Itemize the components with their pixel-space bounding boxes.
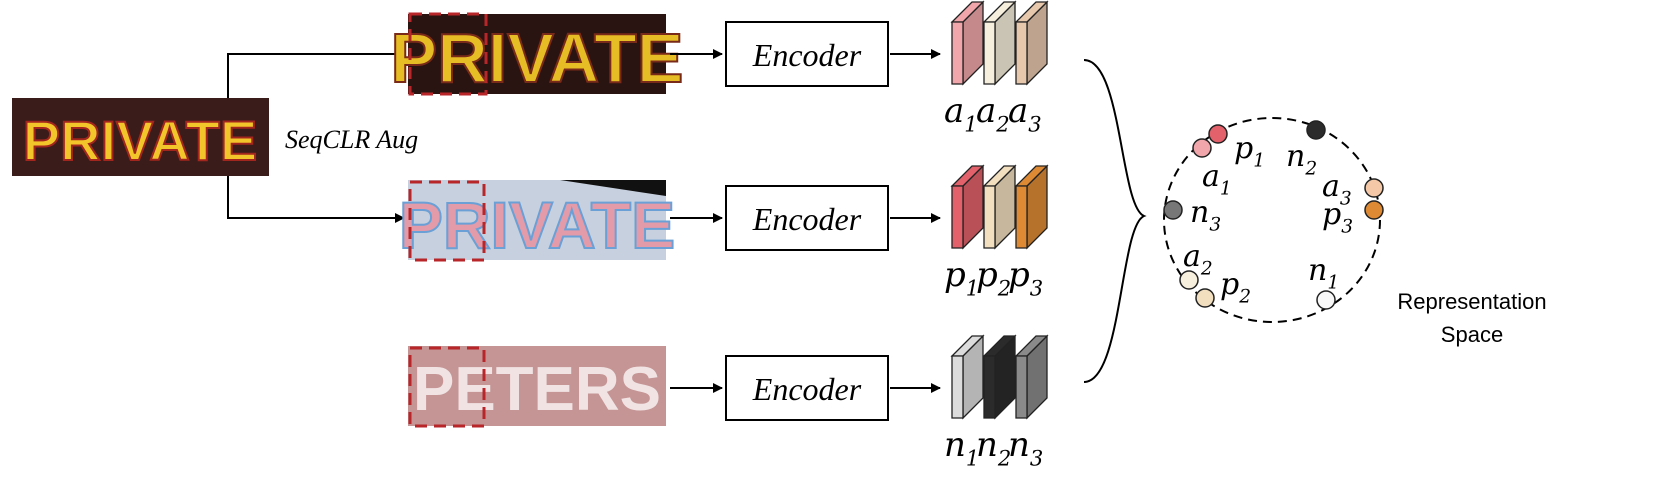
negative-bar-n1 <box>950 334 985 420</box>
view-image-p: PRIVATE <box>398 180 676 263</box>
positive-bar-p3 <box>1014 164 1049 250</box>
point-label-p3: p3 <box>1322 197 1353 237</box>
point-label-p1: p1 <box>1234 131 1265 171</box>
negative-bar-n3 <box>1014 334 1049 420</box>
positive-bar-p1 <box>950 164 985 250</box>
encoder-a-label: Encoder <box>752 37 862 73</box>
representation-space-circle <box>1163 117 1381 323</box>
anchor-bar-a3 <box>1014 0 1049 86</box>
encoder-feature-arrows <box>890 49 941 393</box>
anchor-bar-a1 <box>950 0 985 86</box>
point-label-n1: n1 <box>1308 253 1339 293</box>
encoder-p: Encoder <box>725 185 889 251</box>
negative-bar-n2 <box>982 334 1017 420</box>
encoder-a: Encoder <box>725 21 889 87</box>
point-n3 <box>1163 200 1183 220</box>
view-p-text: PRIVATE <box>399 188 675 262</box>
space-label-line-2: Space <box>1441 322 1503 347</box>
positive-label-p2: p2 <box>976 255 1011 301</box>
encoder-p-label: Encoder <box>752 201 862 237</box>
negative-image-text: PETERS <box>413 355 661 424</box>
point-label-n3: n3 <box>1190 195 1221 235</box>
negative-label-n3: n3 <box>1008 425 1043 471</box>
source-image: PRIVATE <box>12 98 269 176</box>
negative-image: PETERS <box>408 346 666 428</box>
positive-label-p3: p3 <box>1008 255 1043 301</box>
anchor-bar-a2 <box>982 0 1017 86</box>
point-n1 <box>1316 290 1336 310</box>
anchor-label-a3: a3 <box>1008 91 1042 137</box>
point-p1 <box>1208 124 1228 144</box>
negative-label-n1: n1 <box>944 425 979 471</box>
point-label-n2: n2 <box>1286 139 1317 179</box>
point-a3 <box>1364 178 1384 198</box>
branch-connectors <box>227 49 405 223</box>
point-label-p2: p2 <box>1220 267 1251 307</box>
anchor-label-a2: a2 <box>976 91 1010 137</box>
encoder-n-label: Encoder <box>752 371 862 407</box>
point-p2 <box>1195 288 1215 308</box>
point-a1 <box>1192 138 1212 158</box>
anchor-label-a1: a1 <box>944 91 978 137</box>
crop-box-a <box>408 12 488 96</box>
positive-label-p1: p1 <box>944 255 979 301</box>
point-n2 <box>1306 120 1326 140</box>
point-a2 <box>1179 270 1199 290</box>
positive-bar-p2 <box>982 164 1017 250</box>
view-a-text: PRIVATE <box>391 19 684 97</box>
negative-label-n2: n2 <box>976 425 1011 471</box>
point-label-a1: a1 <box>1202 159 1232 199</box>
source-image-text: PRIVATE <box>23 109 257 172</box>
encoder-n: Encoder <box>725 355 889 421</box>
space-label-line-1: Representation <box>1397 289 1546 314</box>
view-image-a: PRIVATE <box>390 12 685 98</box>
point-label-a3: a3 <box>1322 169 1352 209</box>
point-p3 <box>1364 200 1384 220</box>
augmentation-label: SeqCLR Aug <box>285 125 418 154</box>
image-encoder-arrows <box>670 49 723 393</box>
group-brace <box>1083 59 1147 383</box>
point-label-a2: a2 <box>1183 239 1213 279</box>
